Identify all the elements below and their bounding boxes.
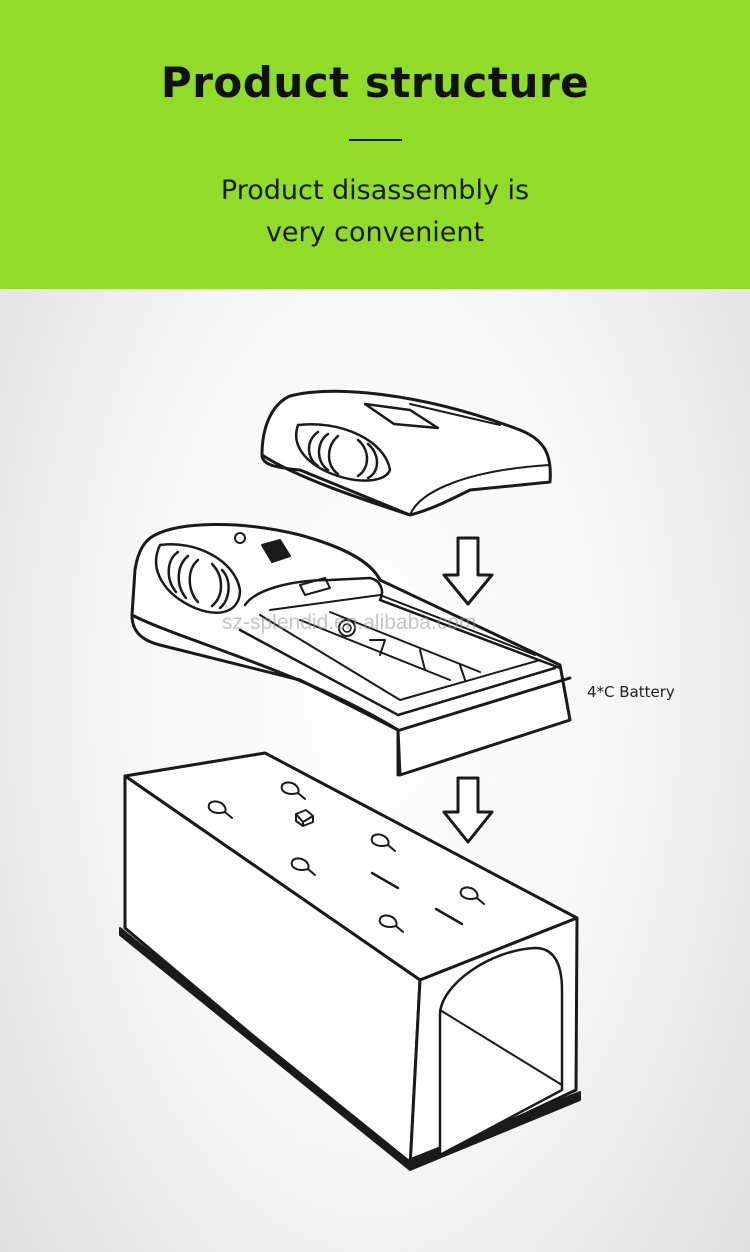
trap-base bbox=[119, 751, 581, 1171]
top-cover-speaker-icon bbox=[295, 423, 392, 482]
power-switch bbox=[261, 539, 291, 563]
subtitle-line-2: very convenient bbox=[265, 217, 485, 248]
arrow-down-icon bbox=[442, 776, 494, 844]
battery-compartment bbox=[130, 523, 572, 777]
watermark: sz-splendid.en.alibaba.com bbox=[222, 611, 477, 634]
top-cover bbox=[260, 389, 552, 517]
header-banner: Product structure Product disassembly is… bbox=[0, 0, 750, 289]
power-led bbox=[234, 532, 246, 544]
exploded-view-diagram: 4*C Battery bbox=[119, 389, 675, 1171]
page-subtitle: Product disassembly is very convenient bbox=[0, 170, 750, 254]
vent-holes bbox=[207, 781, 485, 933]
title-divider bbox=[349, 139, 402, 141]
trap-entrance bbox=[438, 946, 564, 1157]
subtitle-line-1: Product disassembly is bbox=[220, 175, 530, 206]
compartment-speaker-icon bbox=[154, 542, 242, 614]
page-title: Product structure bbox=[160, 58, 590, 107]
battery-label: 4*C Battery bbox=[587, 683, 675, 701]
arrow-down-icon bbox=[442, 536, 494, 606]
